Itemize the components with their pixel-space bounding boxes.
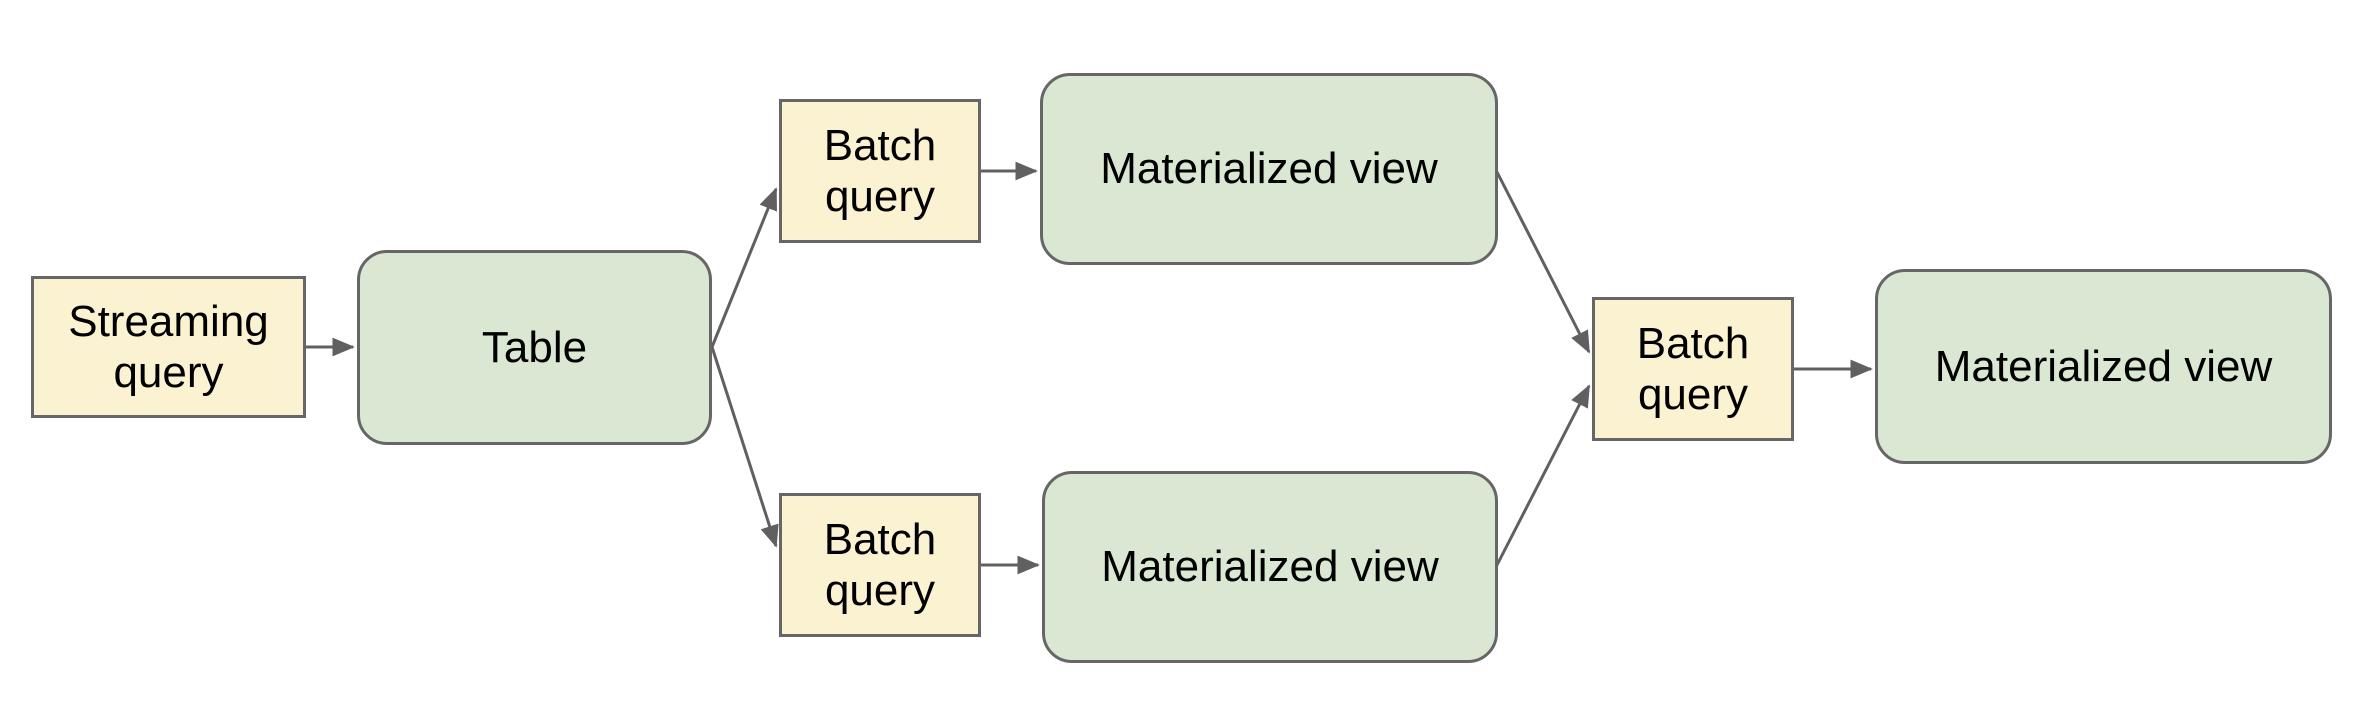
- arrow-table-to-batch-query-top: [710, 187, 778, 348]
- batch-query-right-label: Batch query: [1636, 318, 1750, 419]
- batch-query-top-node: Batch query: [779, 99, 981, 243]
- batch-query-bottom-label: Batch query: [823, 514, 937, 615]
- table-node: Table: [357, 250, 712, 445]
- batch-query-right-node: Batch query: [1592, 297, 1794, 441]
- materialized-view-bottom-label: Materialized view: [1101, 542, 1439, 592]
- streaming-query-node: Streaming query: [31, 276, 306, 418]
- streaming-query-label: Streaming query: [68, 296, 269, 397]
- materialized-view-right-node: Materialized view: [1875, 269, 2332, 464]
- arrow-table-to-batch-query-bottom: [710, 346, 779, 548]
- arrow-materialized-view-top-to-batch-query-right: [1495, 171, 1591, 354]
- materialized-view-bottom-node: Materialized view: [1042, 471, 1498, 663]
- table-label: Table: [481, 322, 588, 372]
- materialized-view-top-node: Materialized view: [1040, 73, 1498, 265]
- batch-query-top-label: Batch query: [823, 120, 937, 221]
- materialized-view-top-label: Materialized view: [1100, 144, 1438, 194]
- arrow-materialized-view-bottom-to-batch-query-right: [1495, 384, 1591, 566]
- materialized-view-right-label: Materialized view: [1934, 341, 2273, 391]
- batch-query-bottom-node: Batch query: [779, 493, 981, 637]
